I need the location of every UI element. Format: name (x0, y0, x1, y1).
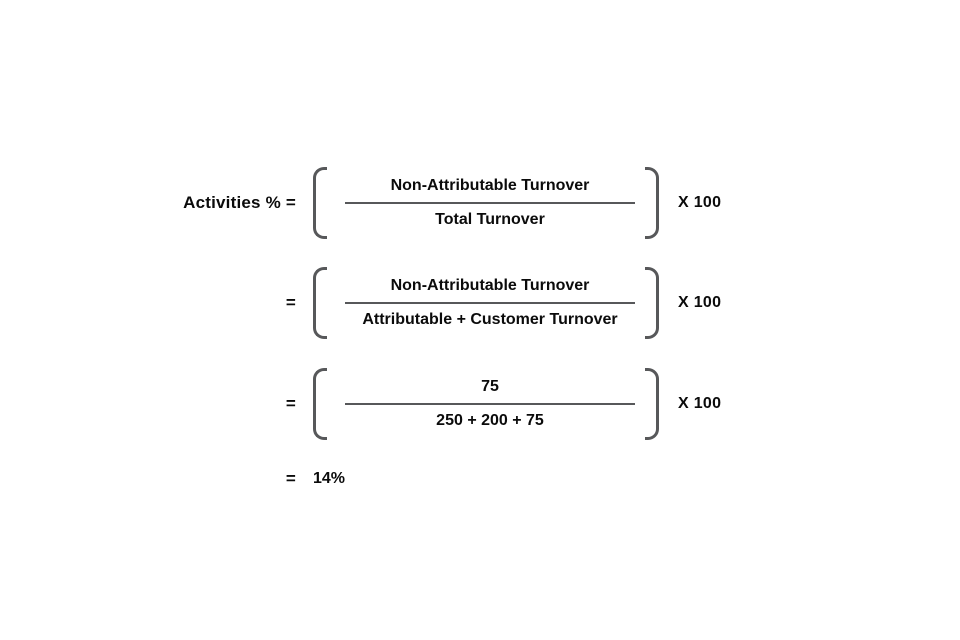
denominator: Attributable + Customer Turnover (362, 311, 618, 328)
multiplier-label: X 100 (678, 395, 722, 412)
fraction-bar (345, 202, 635, 204)
multiplier-label: X 100 (678, 194, 722, 211)
formula-row: = 75 250 + 200 + 75 X 100 (0, 366, 960, 442)
formula-row: = Non-Attributable Turnover Attributable… (0, 265, 960, 341)
open-bracket (313, 267, 327, 339)
close-bracket (645, 368, 659, 440)
fraction: Non-Attributable Turnover Total Turnover (345, 176, 635, 230)
denominator: Total Turnover (435, 211, 545, 228)
fraction: Non-Attributable Turnover Attributable +… (345, 276, 635, 330)
open-bracket (313, 167, 327, 239)
fraction-bar (345, 302, 635, 304)
equals-sign: = (285, 468, 296, 488)
close-bracket (645, 167, 659, 239)
open-bracket (313, 368, 327, 440)
formula-row: Activities % = Non-Attributable Turnover… (0, 165, 960, 241)
multiplier-label: X 100 (678, 294, 722, 311)
result-row: = 14% (0, 466, 960, 491)
fraction: 75 250 + 200 + 75 (345, 377, 635, 431)
fraction-bar (345, 403, 635, 405)
equals-sign: = (285, 293, 296, 312)
lhs-label: Activities % = (183, 193, 296, 212)
numerator: Non-Attributable Turnover (390, 177, 590, 194)
denominator: 250 + 200 + 75 (436, 412, 544, 429)
result-value: 14% (313, 469, 346, 487)
equals-sign: = (285, 394, 296, 413)
numerator: Non-Attributable Turnover (390, 277, 590, 294)
numerator: 75 (481, 378, 499, 395)
close-bracket (645, 267, 659, 339)
